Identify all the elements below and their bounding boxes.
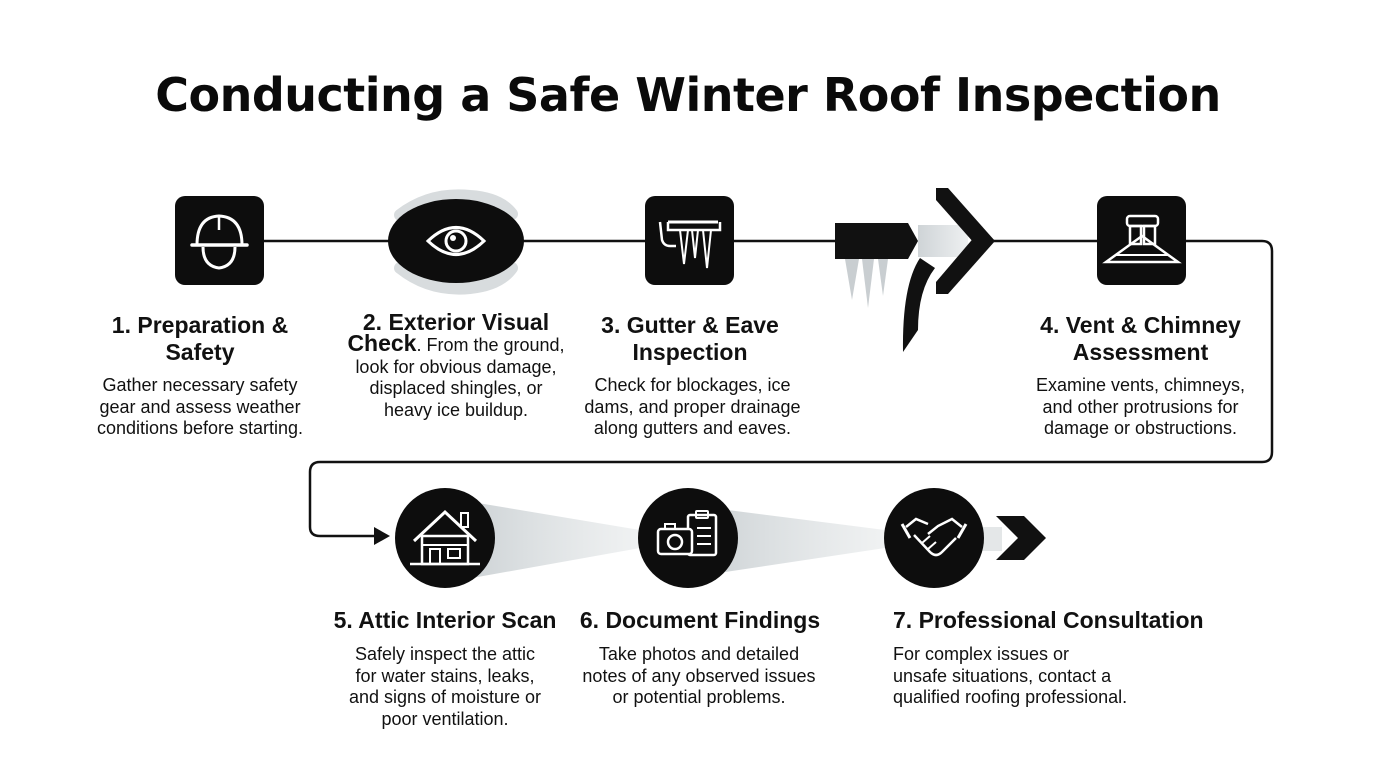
roof-vent-icon [1097,196,1186,285]
step-7-description: For complex issues or unsafe situations,… [893,644,1173,709]
big-chevron-arrow [835,188,995,352]
step-2-desc-line: heavy ice buildup. [383,399,529,420]
step-4-title: 4. Vent & Chimney Assessment [1018,312,1263,366]
step-5-title: 5. Attic Interior Scan [320,607,570,634]
step-2-description: Check. From the ground, look for obvious… [336,330,576,421]
step-4-title-line: 4. Vent & Chimney [1040,312,1241,338]
step-7-desc-line: For complex issues or [893,644,1070,664]
step-3-title-line: 3. Gutter & Eave [601,312,779,338]
beam-6-7 [712,508,885,574]
step-2-title-bold: Check [347,330,417,356]
loop-arrowhead [374,527,390,545]
step-6-description: Take photos and detailed notes of any ob… [565,644,833,709]
step-5-desc-line: for water stains, leaks, [355,665,535,686]
step-1-title-line: 1. Preparation & [111,312,289,338]
page-title: Conducting a Safe Winter Roof Inspection [155,68,1221,122]
step-6-desc-line: Take photos and detailed [598,644,800,664]
step-4-desc-line: damage or obstructions. [1043,418,1238,438]
step-2-desc-line: look for obvious damage, [355,356,557,377]
step-2-title-line: 2. Exterior Visual [362,309,550,335]
step-1-description: Gather necessary safety gear and assess … [80,375,320,440]
step-1-desc-line: conditions before starting. [96,418,304,438]
step-1-desc-line: gear and assess weather [99,396,301,417]
hard-hat-icon [175,196,264,285]
step-3-desc-line: along gutters and eaves. [593,418,792,438]
eye-icon [388,199,524,283]
step-4-description: Examine vents, chimneys, and other protr… [1018,375,1263,440]
end-chevron-arrow [996,516,1046,560]
step-1-title: 1. Preparation & Safety [80,312,320,366]
step-3-desc-line: dams, and proper drainage [584,396,801,417]
step-5-description: Safely inspect the attic for water stain… [320,644,570,730]
step-4-title-line: Assessment [1072,339,1209,365]
eye-swoosh-bottom [394,262,518,295]
step-7-desc-line: unsafe situations, contact a [893,665,1112,686]
step-3-desc-line: Check for blockages, ice [594,375,791,395]
step-1-desc-line: Gather necessary safety [102,375,298,395]
loop-connector-path [308,239,1274,538]
step-1-title-line: Safety [165,339,235,365]
step-7-title: 7. Professional Consultation [893,607,1213,634]
step-6-desc-line: notes of any observed issues [582,665,816,686]
step-2-desc-first: . From the ground, [416,335,565,355]
beam-5-6 [472,502,640,578]
step-4-desc-line: and other protrusions for [1042,396,1239,417]
house-attic-icon [395,488,495,588]
step-5-title-line: 5. Attic Interior Scan [333,607,557,633]
camera-clipboard-icon [638,488,738,588]
step-2-title: 2. Exterior Visual [340,309,572,336]
step-3-description: Check for blockages, ice dams, and prope… [570,375,815,440]
step-5-desc-line: Safely inspect the attic [354,644,536,664]
handshake-icon [884,488,984,588]
step-2-mixed-line: Check. From the ground, [336,330,576,357]
step-4-desc-line: Examine vents, chimneys, [1035,375,1246,395]
step-3-title: 3. Gutter & Eave Inspection [570,312,810,366]
step-6-desc-line: or potential problems. [612,687,786,707]
step-7-desc-line: qualified roofing professional. [893,687,1128,707]
step-5-desc-line: poor ventilation. [381,708,509,729]
gutter-icicle-icon [645,196,734,285]
beam-7-tail [982,527,1002,551]
step-5-desc-line: and signs of moisture or [348,687,542,707]
step-2-desc-line: displaced shingles, or [369,378,543,398]
step-3-title-line: Inspection [632,339,748,365]
step-6-title-line: 6. Document Findings [579,607,821,633]
step-7-title-line: 7. Professional Consultation [893,607,1204,633]
step-6-title: 6. Document Findings [572,607,828,634]
eye-swoosh-top [394,189,518,221]
